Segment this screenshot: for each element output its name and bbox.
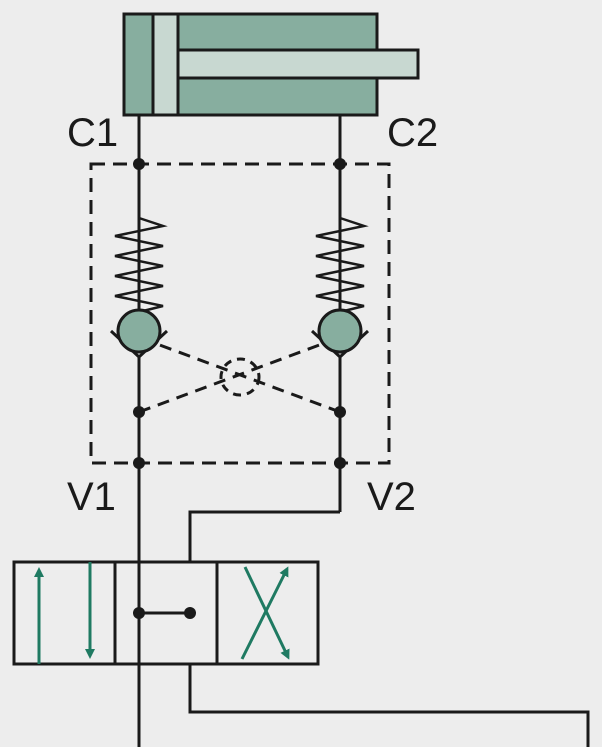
junction-pilot-left	[133, 406, 145, 418]
junction-v2	[334, 457, 346, 469]
check-valves	[109, 308, 370, 360]
cross-arrow-down-icon	[243, 566, 290, 660]
junctions	[133, 158, 346, 469]
line-v2-to-valve	[188, 510, 340, 562]
pilot-lines	[138, 342, 341, 414]
label-v2: V2	[367, 475, 416, 519]
junction-v1	[133, 457, 145, 469]
working-lines	[137, 115, 590, 747]
junction-c1	[133, 158, 145, 170]
label-v1: V1	[67, 475, 116, 519]
label-c2: C2	[387, 111, 439, 155]
pilot-crossing-marker	[219, 357, 261, 397]
center-junction-right	[184, 607, 196, 619]
spring-right	[315, 216, 369, 314]
cylinder	[122, 12, 420, 117]
cross-arrow-up-icon	[240, 566, 289, 660]
pilot-line-v2	[156, 342, 341, 414]
cylinder-rod	[176, 48, 420, 80]
valve-housing-boundary	[89, 162, 391, 465]
springs	[114, 216, 369, 314]
spring-left	[114, 216, 168, 314]
valve-body	[12, 560, 320, 666]
check-ball-left	[116, 308, 162, 354]
cylinder-piston	[151, 12, 180, 117]
label-c1: C1	[67, 111, 119, 155]
junction-pilot-right	[334, 406, 346, 418]
line-return	[188, 664, 590, 747]
pilot-line-v1	[138, 342, 323, 414]
center-junction-left	[133, 607, 145, 619]
directional-valve	[12, 560, 320, 666]
check-ball-right	[317, 308, 363, 354]
junction-c2	[334, 158, 346, 170]
